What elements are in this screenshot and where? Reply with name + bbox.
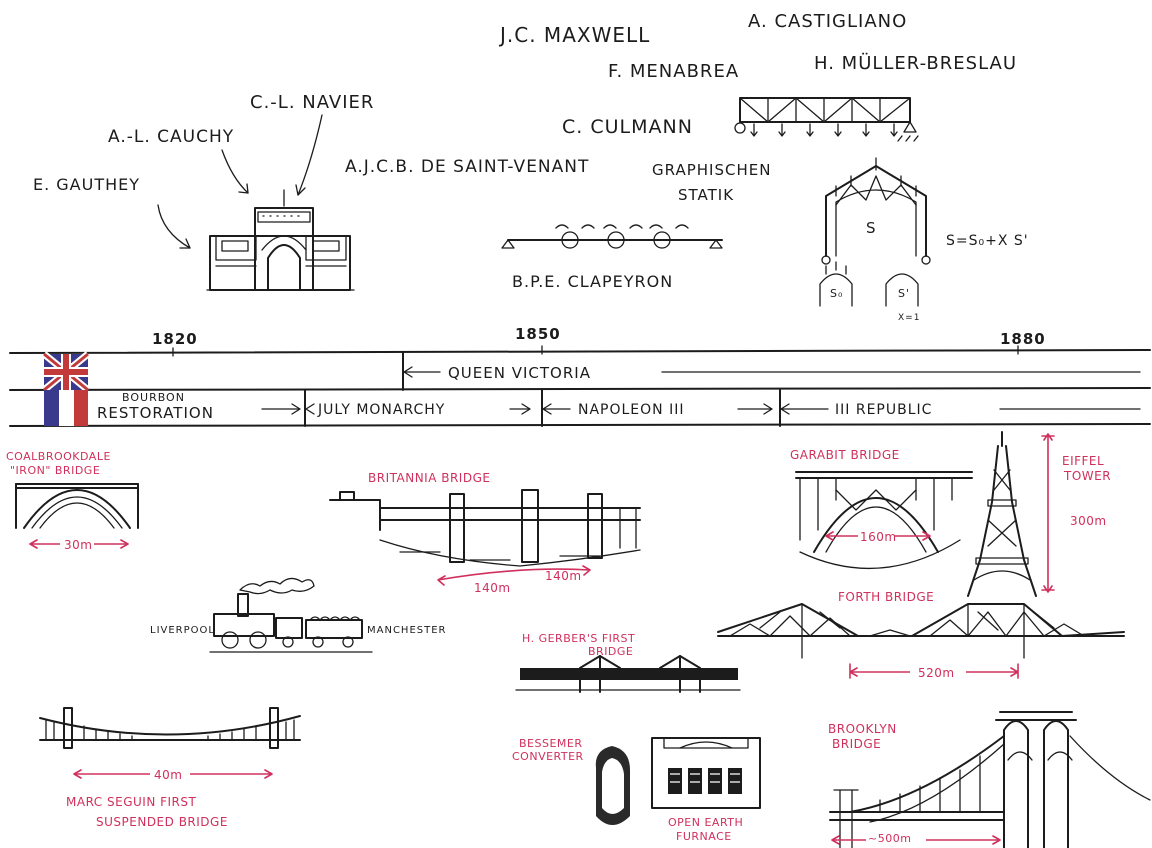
label-clapeyron: B.P.E. CLAPEYRON bbox=[512, 272, 673, 291]
seguin-label-1: MARC SEGUIN FIRST bbox=[66, 795, 197, 809]
gerber-bridge-drawing bbox=[516, 656, 740, 692]
year-1850: 1850 bbox=[515, 325, 561, 343]
coalbrookdale-label-2: "IRON" BRIDGE bbox=[10, 464, 100, 477]
label-x1: X=1 bbox=[898, 313, 920, 323]
arrow-navier bbox=[296, 115, 322, 195]
label-s1: S' bbox=[898, 287, 910, 300]
eiffel-tower-drawing bbox=[968, 432, 1036, 596]
portal-frame-drawing: S S₀ S' X=1 bbox=[820, 158, 930, 323]
brooklyn-label-2: BRIDGE bbox=[832, 737, 881, 751]
label-castigliano: A. CASTIGLIANO bbox=[748, 11, 907, 32]
era-queen-victoria: QUEEN VICTORIA bbox=[448, 364, 591, 382]
garabit-span: 160m bbox=[860, 530, 897, 544]
label-menabrea: F. MENABREA bbox=[608, 61, 739, 82]
ecole-building-drawing bbox=[207, 190, 354, 290]
furnace-drawing bbox=[652, 738, 760, 808]
era-bourbon-1: BOURBON bbox=[122, 391, 185, 404]
era-bourbon-2: RESTORATION bbox=[97, 404, 214, 422]
bessemer-label-2: CONVERTER bbox=[512, 750, 584, 763]
era-republic: III REPUBLIC bbox=[835, 402, 932, 418]
label-culmann: C. CULMANN bbox=[562, 116, 693, 138]
label-graphischen: GRAPHISCHEN bbox=[652, 161, 771, 179]
label-manchester: MANCHESTER bbox=[367, 625, 447, 636]
bessemer-converter-drawing bbox=[596, 746, 630, 825]
gerber-label-1: H. GERBER'S FIRST bbox=[522, 632, 635, 645]
label-saint-venant: A.J.C.B. DE SAINT-VENANT bbox=[345, 157, 589, 177]
eiffel-label-1: EIFFEL bbox=[1062, 454, 1104, 468]
locomotive-drawing bbox=[210, 578, 372, 652]
forth-bridge-drawing bbox=[718, 604, 1124, 658]
label-superposition: S=S₀+X S' bbox=[946, 233, 1029, 249]
coalbrookdale-label-1: COALBROOKDALE bbox=[6, 450, 111, 463]
brooklyn-label-1: BROOKLYN bbox=[828, 722, 897, 736]
year-1880: 1880 bbox=[1000, 330, 1046, 348]
french-flag bbox=[44, 390, 88, 426]
label-maxwell: J.C. MAXWELL bbox=[498, 23, 650, 47]
arrow-cauchy bbox=[222, 150, 248, 193]
brooklyn-span: ~500m bbox=[868, 832, 911, 845]
britannia-label: BRITANNIA BRIDGE bbox=[368, 471, 490, 485]
coalbrookdale-span: 30m bbox=[64, 538, 92, 552]
union-jack-flag bbox=[44, 354, 88, 390]
eiffel-height: 300m bbox=[1070, 514, 1107, 528]
bessemer-label-1: BESSEMER bbox=[519, 737, 583, 750]
clapeyron-beam-drawing bbox=[502, 225, 722, 248]
furnace-label-2: FURNACE bbox=[676, 830, 732, 843]
eiffel-height-arrow bbox=[1042, 434, 1054, 592]
label-gauthey: E. GAUTHEY bbox=[33, 175, 140, 194]
era-napoleon: NAPOLEON III bbox=[578, 402, 685, 418]
britannia-span-2: 140m bbox=[545, 569, 582, 583]
seguin-bridge-drawing bbox=[40, 708, 300, 748]
coalbrookdale-bridge-drawing bbox=[16, 484, 138, 528]
label-muller-breslau: H. MÜLLER-BRESLAU bbox=[814, 52, 1017, 74]
garabit-label: GARABIT BRIDGE bbox=[790, 448, 900, 462]
seguin-span: 40m bbox=[154, 768, 182, 782]
furnace-label-1: OPEN EARTH bbox=[668, 816, 743, 829]
label-navier: C.-L. NAVIER bbox=[250, 92, 374, 113]
eiffel-label-2: TOWER bbox=[1063, 469, 1111, 483]
garabit-bridge-drawing bbox=[796, 472, 972, 568]
britannia-bridge-drawing bbox=[330, 490, 640, 566]
forth-span: 520m bbox=[918, 666, 955, 680]
label-s0: S₀ bbox=[830, 287, 843, 300]
label-liverpool: LIVERPOOL bbox=[150, 625, 215, 636]
culmann-truss-drawing bbox=[735, 98, 918, 141]
seguin-label-2: SUSPENDED BRIDGE bbox=[96, 815, 228, 829]
forth-label: FORTH BRIDGE bbox=[838, 590, 934, 604]
arrow-gauthey bbox=[158, 205, 190, 248]
label-statik: STATIK bbox=[678, 186, 734, 204]
brooklyn-span-arrow bbox=[832, 829, 1000, 845]
label-s: S bbox=[866, 219, 877, 237]
era-july-monarchy: JULY MONARCHY bbox=[317, 402, 445, 418]
gerber-label-2: BRIDGE bbox=[588, 645, 633, 658]
label-cauchy: A.-L. CAUCHY bbox=[108, 127, 234, 147]
britannia-span-1: 140m bbox=[474, 581, 511, 595]
year-1820: 1820 bbox=[152, 330, 198, 348]
